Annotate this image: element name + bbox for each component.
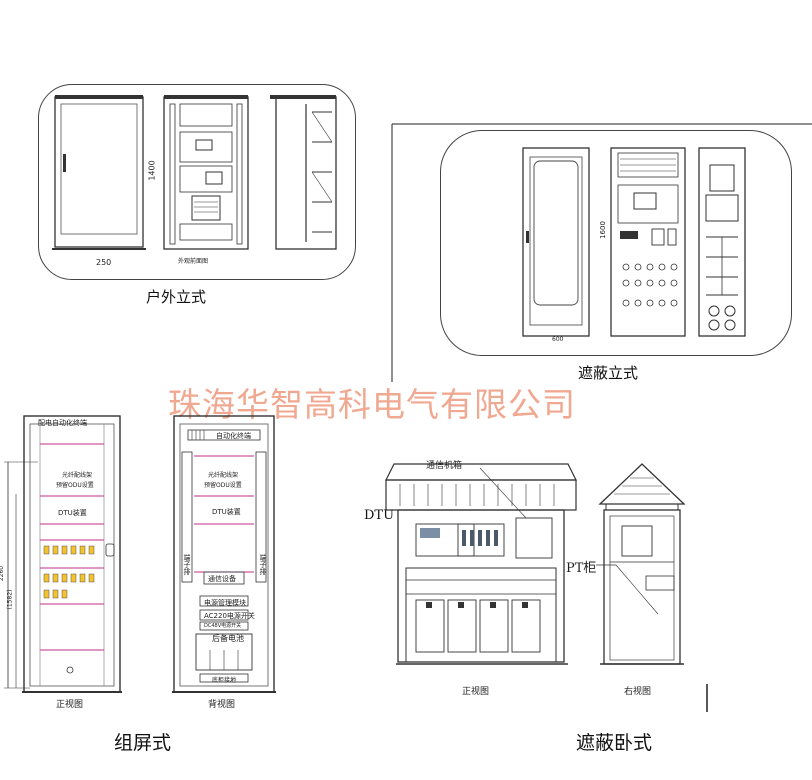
screen-front-cabinet <box>4 415 122 693</box>
screen-front-optical: 光纤配线架 <box>62 472 93 479</box>
shielded-horizontal-pt: PT柜 <box>566 561 597 576</box>
screen-back-cabinet <box>172 415 276 693</box>
shielded-vertical-frame-lines <box>391 123 812 382</box>
outdoor-inner-cabinet <box>163 95 249 250</box>
pt-leader-line <box>596 564 659 615</box>
screen-back-dtu: DTU装置 <box>212 508 241 516</box>
shielded-vertical-front-cabinet <box>522 147 590 337</box>
shielded-vertical-dim-width: 600 <box>552 336 564 343</box>
outdoor-front-label: 外观前面图 <box>178 258 209 265</box>
screen-back-battery: 后备电池 <box>212 634 244 643</box>
shielded-vertical-inner-cabinet <box>610 147 686 337</box>
screen-back-terminal-left: 端子排 <box>183 554 191 575</box>
screen-back-reserved: 预留ODU设置 <box>204 482 242 489</box>
shielded-horizontal-comm-box: 通信机箱 <box>426 461 463 471</box>
shielded-vertical-panel <box>440 130 792 356</box>
screen-back-view-label: 背视图 <box>208 700 236 710</box>
screen-front-view-label: 正视图 <box>56 700 84 710</box>
outdoor-dim-height: 1400 <box>147 160 157 181</box>
screen-back-terminal-right: 端子排 <box>259 554 267 575</box>
screen-front-dim-left: 2260 <box>0 565 6 582</box>
screen-back-footer: 底柜接地 <box>212 677 237 684</box>
company-watermark: 珠海华智高科电气有限公司 <box>168 385 576 424</box>
outdoor-side-cabinet <box>270 95 337 250</box>
screen-back-header: 自动化终端 <box>216 432 251 440</box>
outdoor-caption: 户外立式 <box>146 288 207 306</box>
screen-back-dc: DC48V电源开关 <box>204 623 242 629</box>
outdoor-front-cabinet <box>52 95 146 250</box>
shielded-horizontal-dtu: DTU <box>364 508 395 523</box>
screen-front-dtu: DTU装置 <box>58 509 87 517</box>
screen-back-power-mgmt: 电源管理模块 <box>204 599 246 607</box>
screen-back-ac220: AC220电源开关 <box>204 612 255 620</box>
shielded-vertical-dim-height: 1600 <box>598 221 607 239</box>
screen-front-reserved: 预留ODU设置 <box>56 482 94 489</box>
shielded-horizontal-side-cabinet <box>598 463 686 665</box>
shielded-vertical-caption: 遮蔽立式 <box>578 364 639 382</box>
text-cursor-mark <box>706 684 708 712</box>
outdoor-dim-width: 250 <box>96 258 112 267</box>
shielded-vertical-side-cabinet <box>698 147 746 337</box>
shielded-horizontal-view-right: 右视图 <box>624 687 652 697</box>
screen-front-dim-left2: (1582) <box>6 589 14 610</box>
screen-front-header: 配电自动化终端 <box>38 419 87 427</box>
shielded-horizontal-front-cabinet <box>385 463 577 665</box>
screen-back-optical: 光纤配线架 <box>208 472 239 479</box>
screen-caption: 组屏式 <box>114 732 172 754</box>
shielded-horizontal-caption: 遮蔽卧式 <box>576 732 653 754</box>
shielded-horizontal-view-front: 正视图 <box>462 687 490 697</box>
screen-back-comm: 通信设备 <box>208 575 236 583</box>
